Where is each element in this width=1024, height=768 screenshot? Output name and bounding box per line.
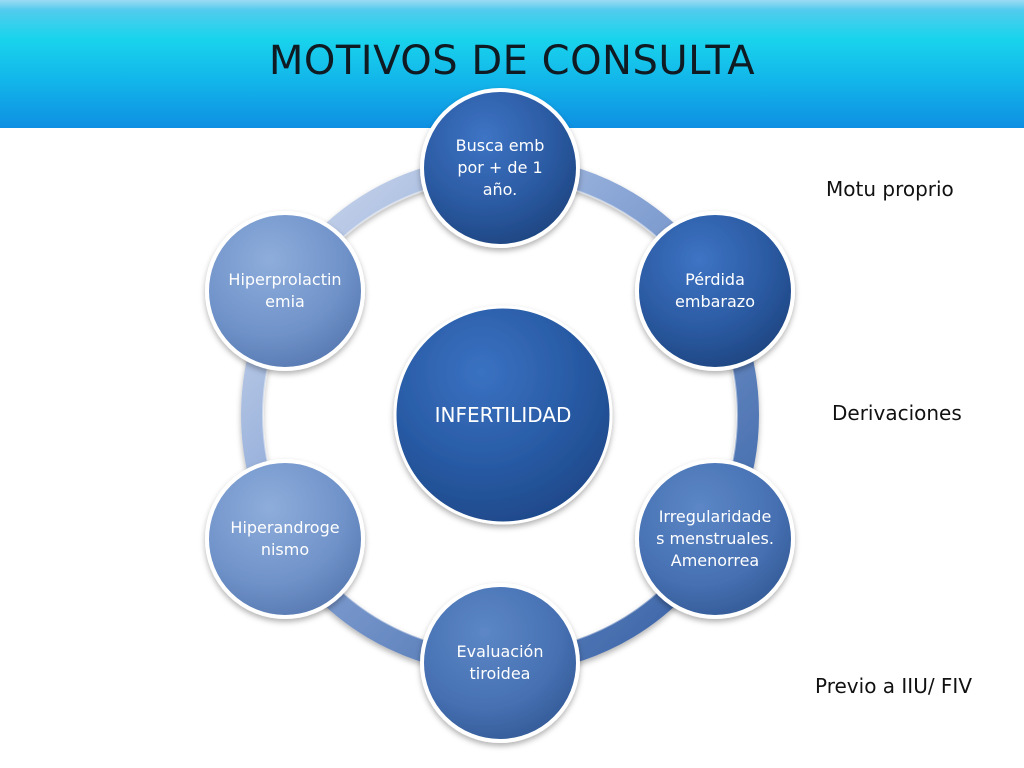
page-title: MOTIVOS DE CONSULTA (268, 38, 756, 84)
node-busca-label: Busca emb por + de 1 año. (455, 136, 545, 199)
node-hiperandro-circle (205, 459, 365, 619)
node-tiroidea-label: Evaluación tiroidea (456, 642, 544, 683)
center-label: INFERTILIDAD (434, 403, 572, 427)
node-hiperandro-label: Hiperandrogenismo (230, 518, 340, 559)
node-hiperprolac-label: Hiperprolactinemia (228, 270, 342, 311)
node-tiroidea-circle (420, 583, 580, 743)
label-derivaciones: Derivaciones (832, 401, 962, 425)
node-irregularidades-label: Irregularidades menstruales. Amenorrea (656, 507, 774, 570)
node-perdida-label: Pérdida embarazo (675, 270, 755, 311)
label-motu-proprio: Motu proprio (826, 177, 954, 201)
center-circle (393, 305, 613, 525)
node-busca-circle (420, 88, 580, 248)
label-previo-iiu-fiv: Previo a IIU/ FIV (815, 674, 973, 698)
node-perdida-circle (635, 211, 795, 371)
node-irregularidades-circle (635, 459, 795, 619)
node-hiperprolac-circle (205, 211, 365, 371)
